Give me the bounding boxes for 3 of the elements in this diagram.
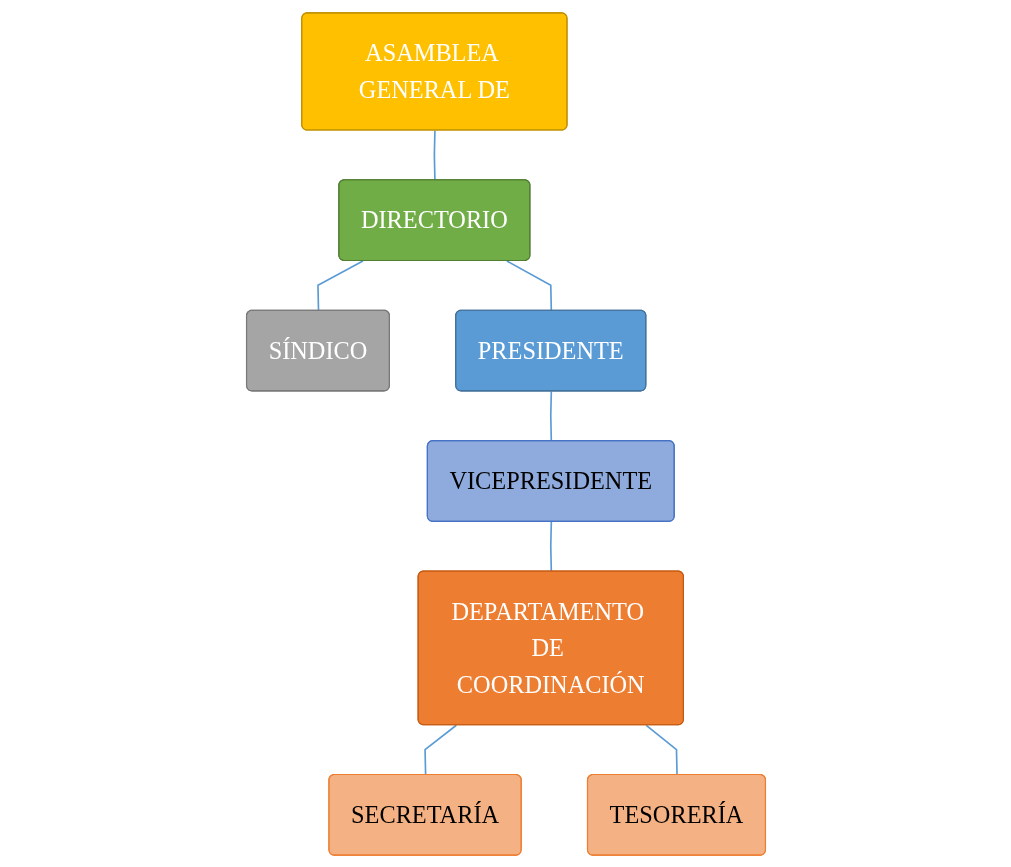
connector xyxy=(433,129,436,181)
connector xyxy=(549,390,552,442)
connector xyxy=(549,520,552,572)
